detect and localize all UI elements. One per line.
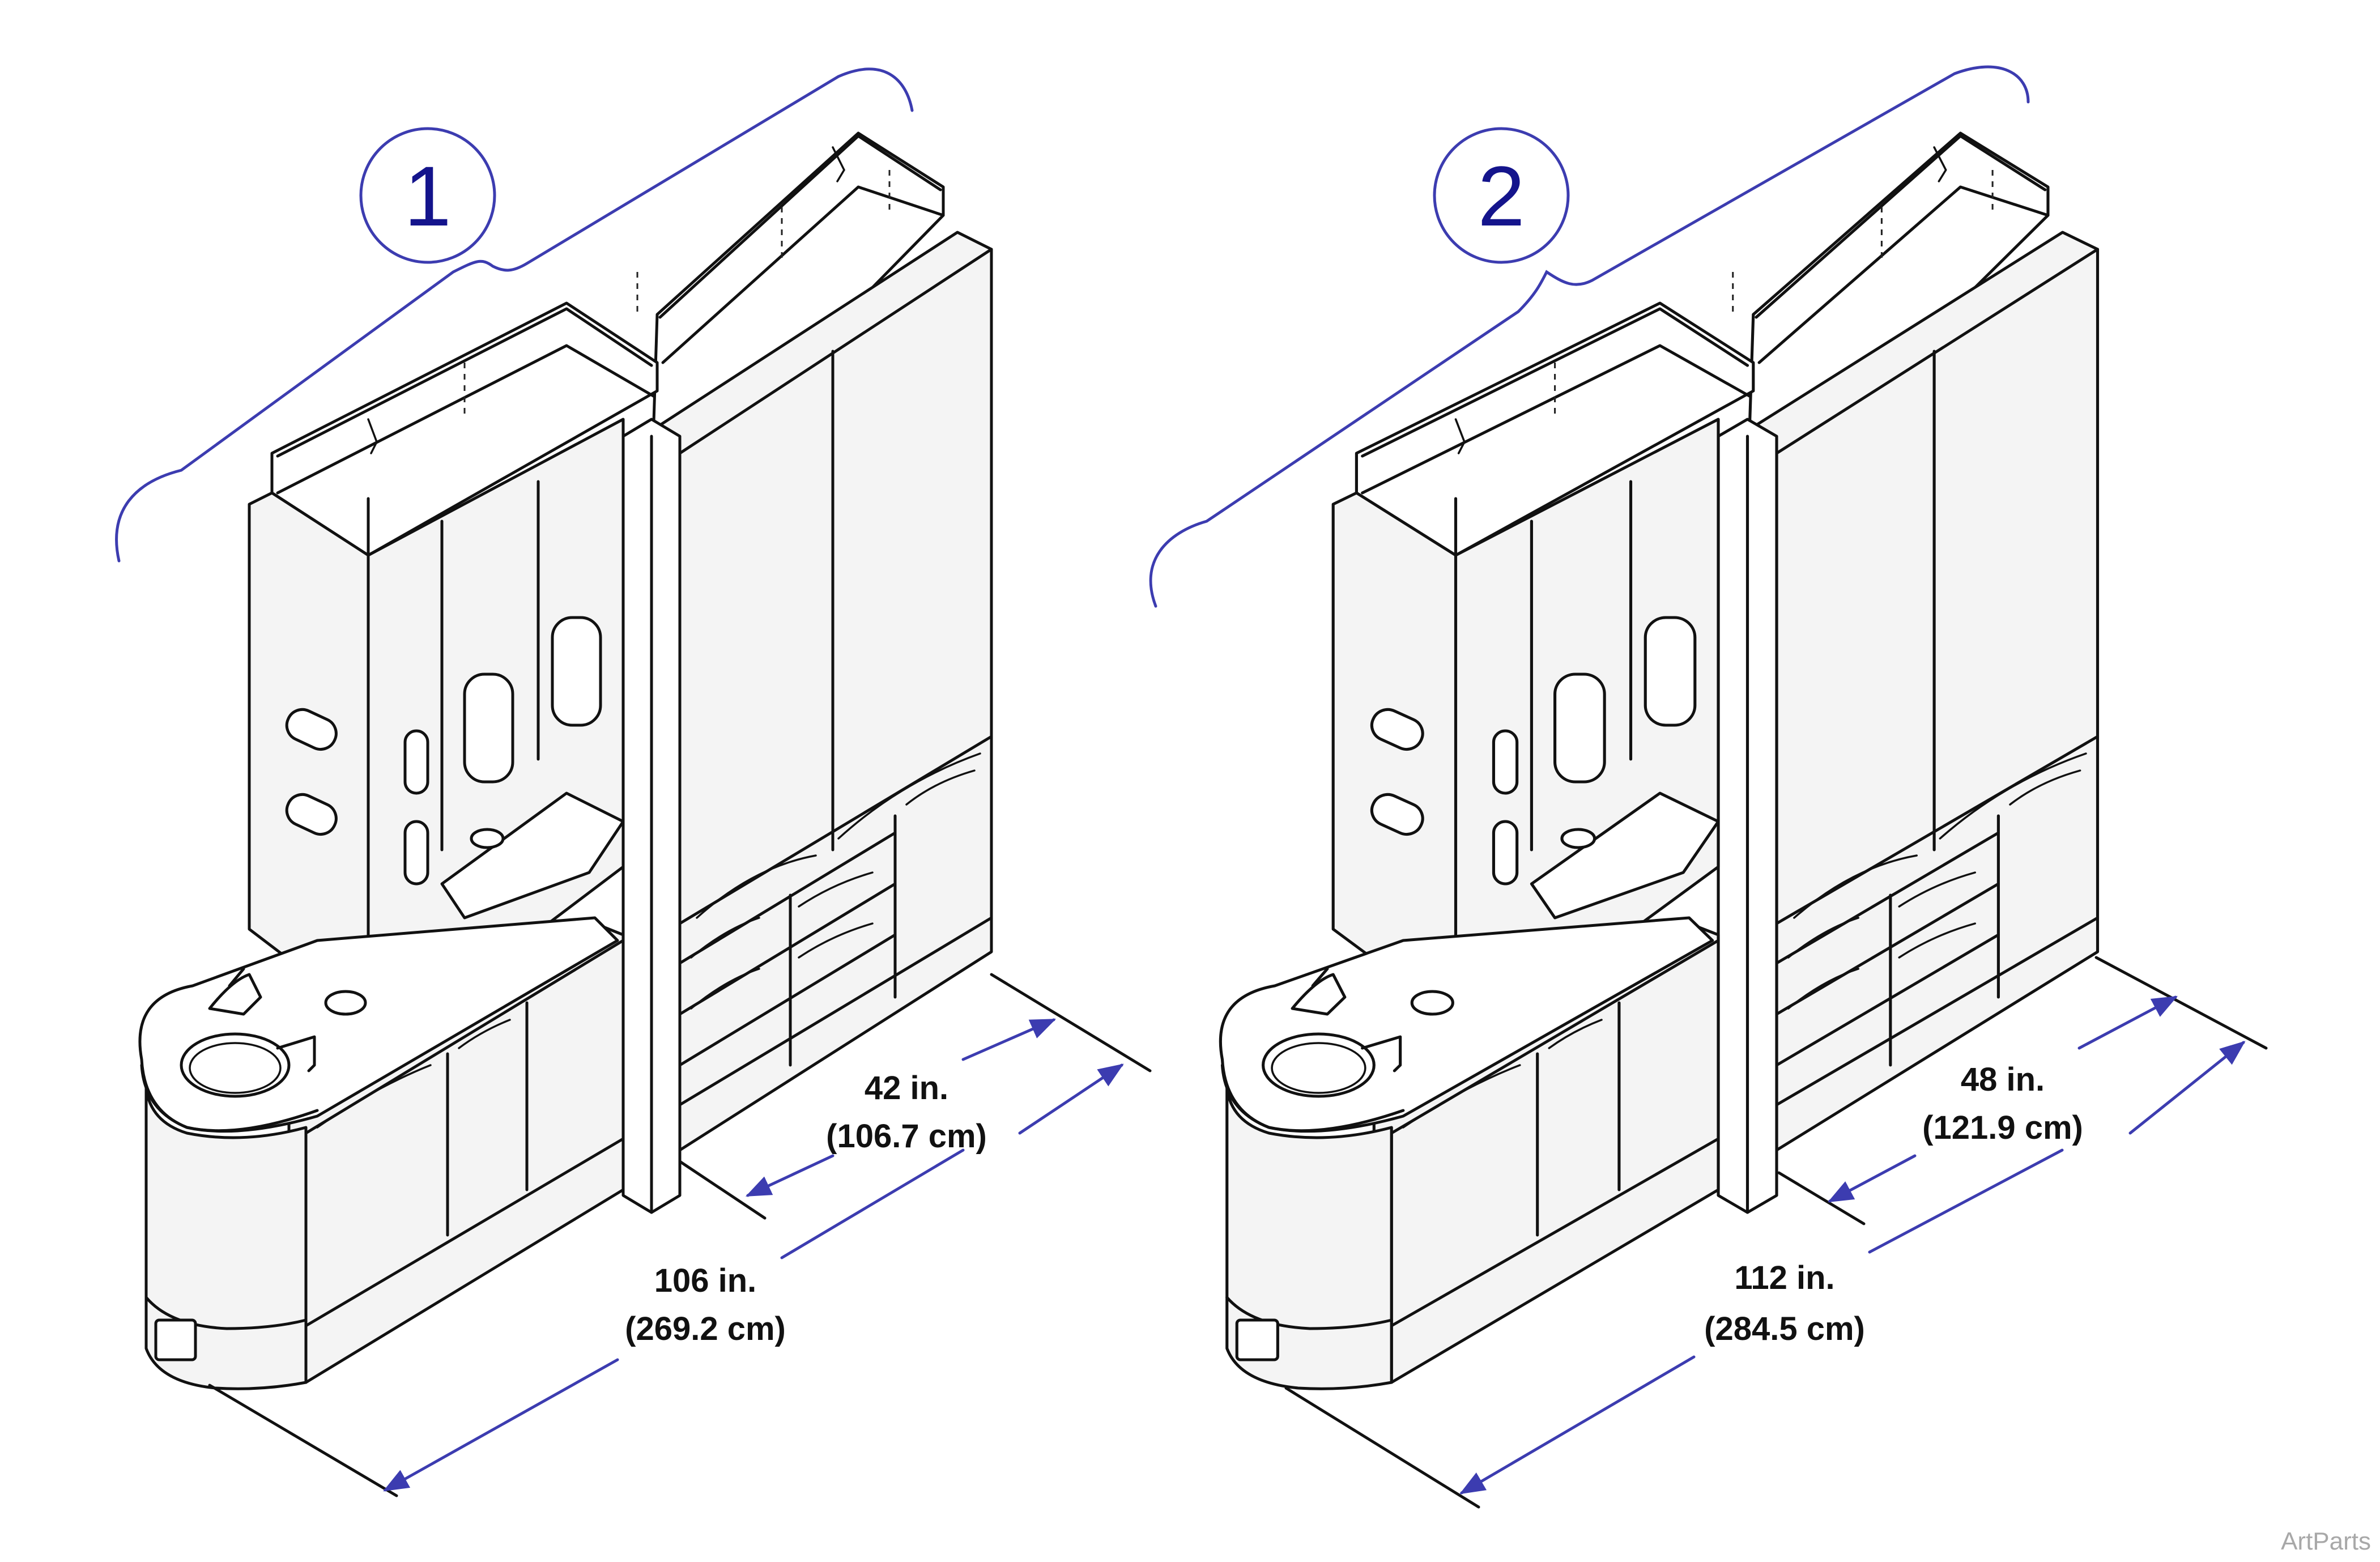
length-cm-2: (284.5 cm) (1704, 1310, 1865, 1347)
depth-inches-2: 48 in. (1961, 1061, 2045, 1098)
depth-cm-1: (106.7 cm) (826, 1118, 987, 1155)
callout-circle-2 (1433, 127, 1570, 264)
length-arrow-1 (383, 1358, 619, 1492)
depth-arrow-2b (1828, 1154, 1917, 1203)
length-arrow-2 (1459, 1355, 1696, 1495)
callout-number-1: 1 (404, 148, 451, 244)
depth-arrow-1a (961, 1018, 1057, 1061)
cabinet-illustration-1 (140, 133, 991, 1389)
depth-cm-2: (121.9 cm) (1922, 1109, 2083, 1146)
depth-arrow-1c (1018, 1063, 1124, 1135)
configuration-1: 1 42 in. (106.7 cm) 106 in. (269.2 cm) (115, 67, 1152, 1497)
depth-arrow-1d (780, 1148, 965, 1259)
callout-circle-1 (359, 127, 496, 264)
artparts-watermark: ArtParts (2281, 1527, 2371, 1555)
depth-arrow-1b (745, 1154, 835, 1197)
callout-bracket-2 (1149, 65, 2030, 608)
length-inches-1: 106 in. (654, 1262, 757, 1299)
depth-extension-line-1 (990, 973, 1152, 1072)
depth-extension-line-2 (2094, 956, 2268, 1050)
length-extension-line-2 (1284, 1386, 1480, 1509)
depth-inches-1: 42 in. (865, 1070, 948, 1106)
depth-extension-line-2b (1777, 1171, 1866, 1225)
callout-bracket-1 (115, 67, 914, 563)
length-extension-line-1 (208, 1384, 398, 1497)
length-inches-2: 112 in. (1734, 1259, 1834, 1296)
depth-arrow-2a (2077, 995, 2178, 1050)
callout-number-2: 2 (1478, 148, 1525, 244)
depth-extension-line-1b (678, 1160, 767, 1220)
depth-arrow-2d (1868, 1148, 2064, 1254)
length-cm-1: (269.2 cm) (625, 1310, 786, 1347)
configuration-2: 2 48 in. (121.9 cm) 112 in. (284.5 cm) (1149, 65, 2268, 1509)
depth-arrow-2c (2128, 1041, 2246, 1135)
